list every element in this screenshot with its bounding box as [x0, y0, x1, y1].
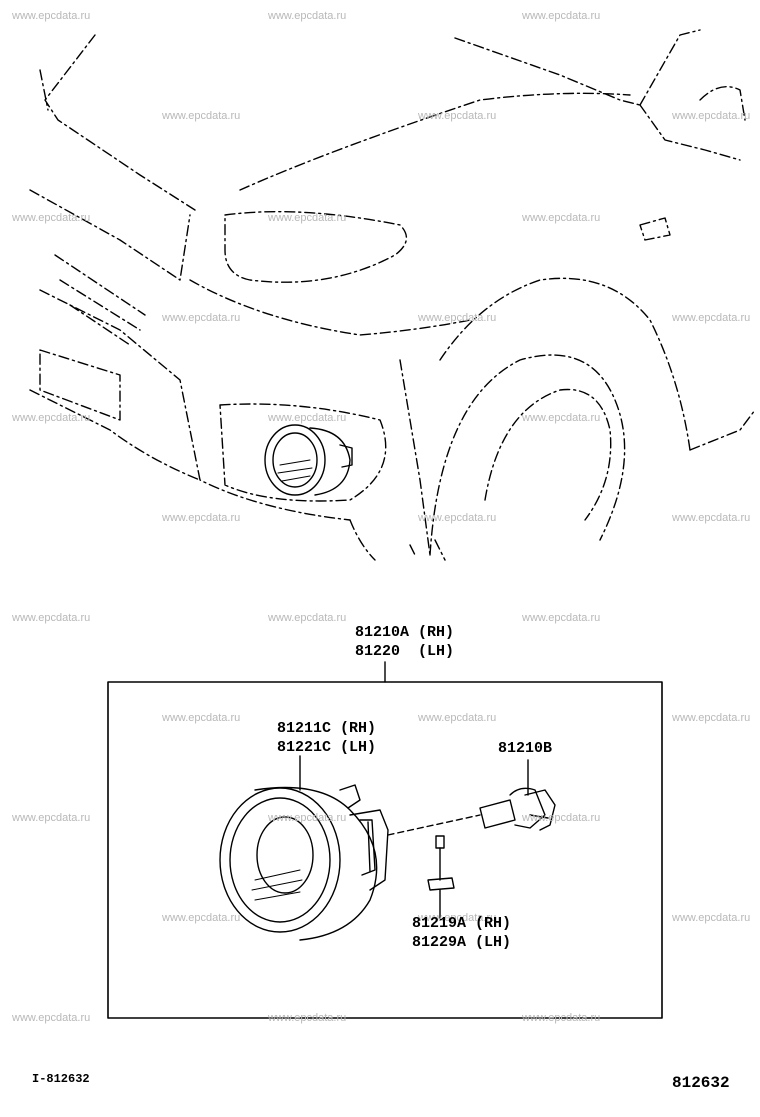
watermark: www.epcdata.ru [418, 912, 497, 924]
watermark: www.epcdata.ru [268, 1012, 347, 1024]
socket [427, 835, 455, 891]
lower-bumper [29, 389, 201, 481]
foglamp-exploded [219, 784, 389, 941]
callout-assembly-lh: 81220 (LH) [355, 643, 455, 660]
grille-slats [54, 254, 146, 346]
wheel-outer [429, 354, 626, 556]
hood-top [454, 37, 641, 106]
bulb [479, 787, 556, 831]
watermark: www.epcdata.ru [12, 412, 91, 424]
watermark: www.epcdata.ru [522, 612, 601, 624]
figure-ref-left: I-812632 [32, 1072, 90, 1086]
headlamp [224, 210, 408, 283]
watermark: www.epcdata.ru [268, 212, 347, 224]
watermark: www.epcdata.ru [12, 812, 91, 824]
watermark: www.epcdata.ru [12, 1012, 91, 1024]
figure-ref-right: 812632 [672, 1074, 730, 1092]
watermark: www.epcdata.ru [12, 212, 91, 224]
callout-socket-lh: 81229A (LH) [412, 934, 512, 951]
license-plate [39, 349, 121, 421]
watermark: www.epcdata.ru [12, 10, 91, 22]
watermark: www.epcdata.ru [418, 512, 497, 524]
watermark: www.epcdata.ru [162, 712, 241, 724]
vehicle-outline [29, 29, 756, 561]
bulb-link [387, 814, 481, 836]
windshield-pillar [639, 29, 701, 106]
watermark: www.epcdata.ru [418, 312, 497, 324]
watermark: www.epcdata.ru [162, 912, 241, 924]
watermark: www.epcdata.ru [12, 612, 91, 624]
mirror [699, 86, 746, 121]
fender-side [689, 409, 756, 451]
side-marker [639, 217, 671, 241]
callout-assembly-rh: 81210A (RH) [355, 624, 455, 641]
watermark: www.epcdata.ru [418, 712, 497, 724]
watermark: www.epcdata.ru [268, 412, 347, 424]
callout-socket-rh: 81219A (RH) [412, 915, 512, 932]
fender-arch [439, 277, 691, 451]
hood-crease [239, 92, 631, 191]
watermark: www.epcdata.ru [522, 10, 601, 22]
callout-lens-lh: 81221C (LH) [277, 739, 377, 756]
callout-lens-rh: 81211C (RH) [277, 720, 377, 737]
watermark: www.epcdata.ru [418, 110, 497, 122]
hood-left-edge [44, 34, 196, 211]
watermark: www.epcdata.ru [268, 10, 347, 22]
grille-top [29, 189, 191, 281]
callout-bulb: 81210B [498, 740, 553, 757]
assembly-box [107, 681, 663, 1019]
watermark: www.epcdata.ru [672, 110, 751, 122]
watermark: www.epcdata.ru [162, 110, 241, 122]
watermark: www.epcdata.ru [672, 912, 751, 924]
watermark: www.epcdata.ru [162, 512, 241, 524]
hood-centerline [39, 69, 49, 111]
watermark: www.epcdata.ru [522, 812, 601, 824]
foglamp-installed [264, 424, 353, 496]
watermark: www.epcdata.ru [672, 312, 751, 324]
bumper-front [39, 289, 351, 521]
watermark: www.epcdata.ru [672, 712, 751, 724]
watermark: www.epcdata.ru [522, 1012, 601, 1024]
body-lower [349, 519, 446, 561]
bumper-top [189, 279, 471, 336]
watermark: www.epcdata.ru [268, 812, 347, 824]
watermark: www.epcdata.ru [162, 312, 241, 324]
watermark: www.epcdata.ru [672, 512, 751, 524]
wheel-inner [484, 388, 612, 521]
fender-top [639, 104, 741, 161]
watermark: www.epcdata.ru [268, 612, 347, 624]
foglamp-recess [219, 403, 387, 502]
watermark: www.epcdata.ru [522, 212, 601, 224]
watermark: www.epcdata.ru [522, 412, 601, 424]
body-side-line [399, 359, 431, 556]
